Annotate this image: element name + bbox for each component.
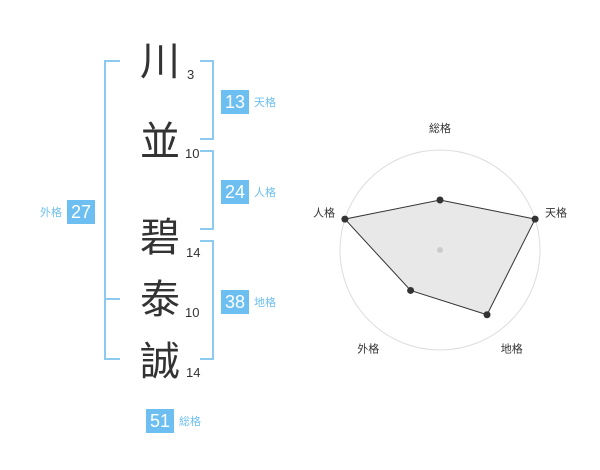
jinkaku-value: 24 (221, 180, 249, 204)
tenkaku-bracket-vertical (212, 60, 214, 140)
stroke-count: 10 (185, 305, 200, 320)
tenkaku-value: 13 (221, 90, 249, 114)
jinkaku-label: 人格 (254, 185, 276, 199)
chikaku-badge: 38 地格 (221, 290, 276, 314)
chikaku-value: 38 (221, 290, 249, 314)
jinkaku-badge: 24 人格 (221, 180, 276, 204)
jinkaku-bracket-bottom (200, 228, 214, 230)
radar-axis-label: 地格 (501, 342, 523, 356)
gaikaku-label: 外格 (40, 205, 62, 219)
radar-point-4 (341, 215, 349, 223)
soukaku-label: 総格 (179, 414, 201, 428)
soukaku-badge: 51 総格 (146, 409, 201, 433)
radar-point-0 (436, 196, 444, 204)
tenkaku-badge: 13 天格 (221, 90, 276, 114)
stroke-count: 14 (186, 365, 201, 380)
tenkaku-bracket-bottom (200, 138, 214, 140)
name-char: 川 (140, 39, 180, 85)
chikaku-label: 地格 (254, 295, 276, 309)
jinkaku-bracket-vertical (212, 150, 214, 230)
name-char: 泰 (140, 277, 180, 323)
radar-axis-label: 総格 (429, 121, 451, 135)
radar-point-2 (483, 311, 491, 319)
gaikaku-bracket-top (104, 60, 120, 62)
chikaku-bracket-vertical (212, 240, 214, 360)
name-char: 誠 (140, 339, 180, 385)
name-char: 碧 (140, 215, 180, 261)
tenkaku-bracket-top (200, 60, 214, 62)
soukaku-value: 51 (146, 409, 174, 433)
chikaku-bracket-bottom (200, 358, 214, 360)
stroke-count: 3 (187, 67, 195, 82)
radar-center-dot (437, 247, 443, 253)
gaikaku-badge: 外格 27 (40, 200, 95, 224)
name-char: 並 (140, 119, 180, 165)
radar-axis-label: 人格 (313, 205, 335, 219)
chikaku-bracket-top (200, 240, 214, 242)
radar-axis-label: 天格 (545, 205, 567, 219)
stroke-count: 10 (185, 146, 200, 161)
gaikaku-value: 27 (67, 200, 95, 224)
tenkaku-label: 天格 (254, 95, 276, 109)
gaikaku-bracket-vertical (104, 60, 106, 360)
radar-axis-label: 外格 (357, 342, 379, 356)
radar-series-area (343, 199, 536, 316)
gaikaku-bracket-middle (104, 298, 120, 300)
gaikaku-bracket-bottom (104, 358, 120, 360)
stroke-count: 14 (186, 245, 201, 260)
radar-point-1 (531, 215, 539, 223)
jinkaku-bracket-top (200, 150, 214, 152)
radar-point-3 (407, 286, 415, 294)
